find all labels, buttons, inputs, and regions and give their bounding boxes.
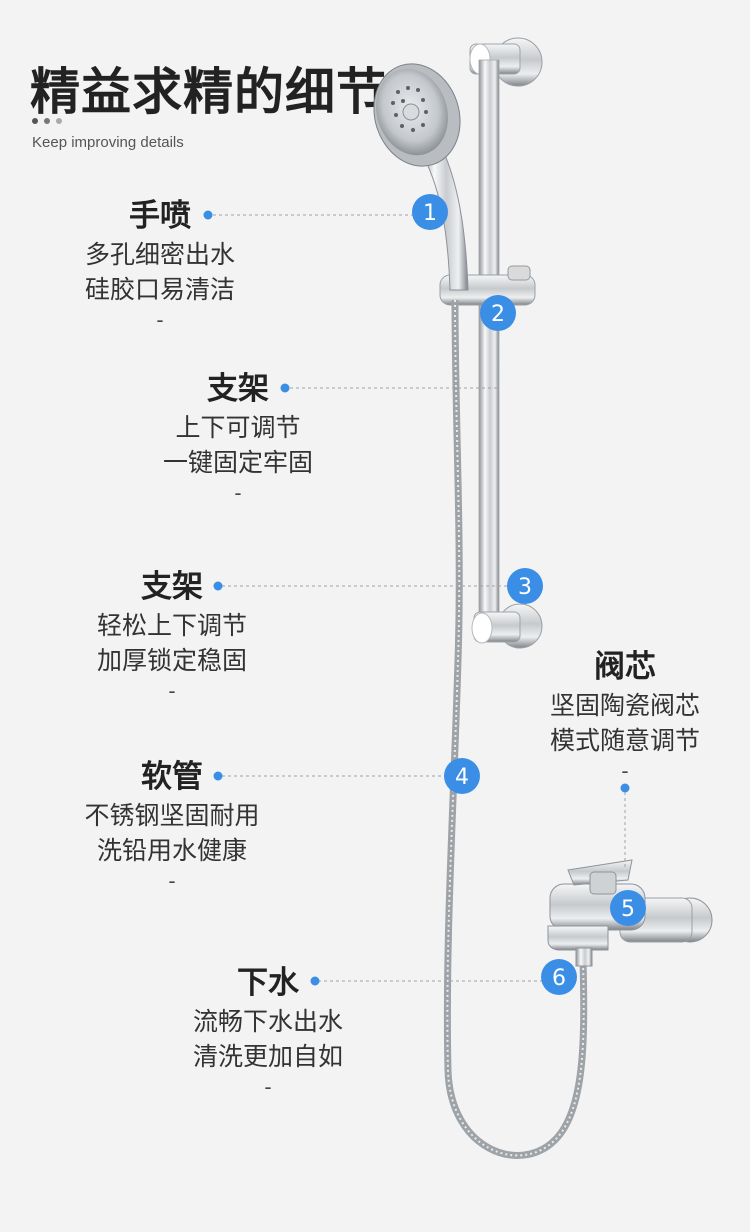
feature-bracket-top: 支架 上下可调节 一键固定牢固 - (138, 368, 338, 506)
feature-dash: - (168, 679, 176, 703)
dot (32, 118, 38, 124)
feature-title: 软管 (141, 759, 203, 795)
feature-title: 下水 (237, 965, 299, 1001)
feature-dash: - (264, 1075, 272, 1099)
leader-dot (620, 783, 630, 793)
number-badge: 3 (507, 568, 543, 604)
feature-title: 支架 (141, 569, 203, 605)
feature-line: 流畅下水出水 (192, 1007, 343, 1036)
shower-head-icon (373, 63, 469, 291)
feature-line: 轻松上下调节 (96, 611, 247, 640)
svg-text:5: 5 (621, 897, 635, 922)
leader-dot (280, 383, 290, 393)
feature-title: 手喷 (129, 198, 191, 234)
feature-line: 洗铅用水健康 (96, 836, 247, 865)
page-subtitle: Keep improving details (32, 134, 184, 151)
leader-dot (213, 771, 223, 781)
number-badge: 2 (480, 295, 516, 331)
number-badge: 6 (541, 959, 577, 995)
leader-dot (203, 210, 213, 220)
feature-line: 一键固定牢固 (162, 448, 313, 477)
title-dots (32, 118, 62, 124)
svg-text:6: 6 (552, 966, 566, 991)
feature-hose: 软管 不锈钢坚固耐用 洗铅用水健康 - (62, 756, 282, 894)
svg-text:3: 3 (518, 575, 532, 600)
svg-text:4: 4 (455, 765, 469, 790)
feature-line: 清洗更加自如 (192, 1042, 343, 1071)
feature-line: 不锈钢坚固耐用 (84, 801, 260, 830)
feature-title: 支架 (207, 371, 269, 407)
feature-title: 阀芯 (594, 649, 656, 685)
feature-line: 多孔细密出水 (84, 240, 235, 269)
page-title: 精益求精的细节 (30, 63, 387, 121)
svg-text:2: 2 (491, 302, 505, 327)
feature-dash: - (234, 481, 242, 505)
feature-dash: - (621, 759, 629, 783)
feature-valve-core: 阀芯 坚固陶瓷阀芯 模式随意调节 - (525, 646, 725, 784)
feature-line: 模式随意调节 (549, 726, 700, 755)
leader-dot (310, 976, 320, 986)
feature-bracket-bottom: 支架 轻松上下调节 加厚锁定稳固 - (72, 566, 272, 704)
number-badge: 1 (412, 194, 448, 230)
feature-dash: - (168, 869, 176, 893)
feature-line: 上下可调节 (175, 413, 301, 442)
feature-line: 硅胶口易清洁 (84, 275, 235, 304)
feature-line: 坚固陶瓷阀芯 (549, 691, 700, 720)
leader-dot (213, 581, 223, 591)
feature-shower-head: 手喷 多孔细密出水 硅胶口易清洁 - (60, 195, 260, 333)
number-badge: 4 (444, 758, 480, 794)
number-badge: 5 (610, 890, 646, 926)
feature-outlet: 下水 流畅下水出水 清洗更加自如 - (168, 962, 368, 1100)
svg-text:1: 1 (423, 201, 437, 226)
dot (56, 118, 62, 124)
feature-line: 加厚锁定稳固 (96, 646, 247, 675)
slide-bar-icon (439, 37, 543, 649)
dot (44, 118, 50, 124)
feature-dash: - (156, 308, 164, 332)
